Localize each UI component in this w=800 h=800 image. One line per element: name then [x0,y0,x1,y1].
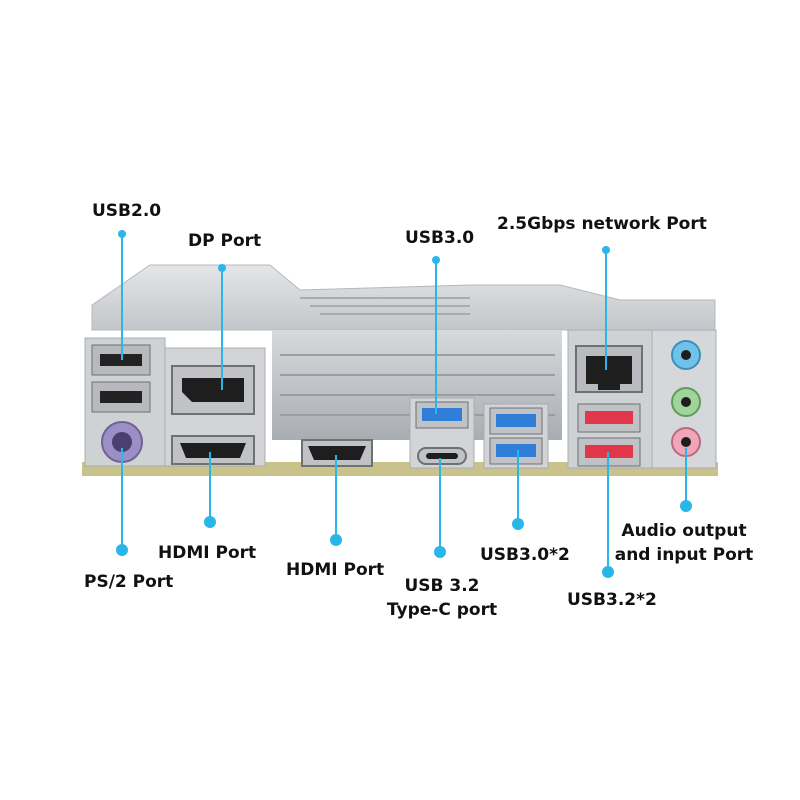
callouts [116,230,692,578]
label-usb32x2: USB3.2*2 [567,590,657,610]
label-audio-port: Audio output and input Port [612,519,756,567]
label-audio-line1: Audio output [621,521,747,541]
label-ps2-port: PS/2 Port [84,572,174,592]
label-hdmi-port-2: HDMI Port [286,560,385,580]
label-hdmi-port-1: HDMI Port [158,543,257,563]
label-usb32-typec-line2: Type-C port [386,600,498,620]
heatsink-fins [300,297,470,315]
label-audio-line2: and input Port [614,545,754,565]
label-usb32-typec-line1: USB 3.2 [404,576,480,596]
label-usb20: USB2.0 [92,201,162,221]
label-usb32-typec: USB 3.2 Type-C port [382,574,502,622]
label-network-port: 2.5Gbps network Port [497,214,707,234]
label-usb30: USB3.0 [405,228,475,248]
label-dp-port: DP Port [188,231,262,251]
label-usb30x2: USB3.0*2 [480,545,570,565]
